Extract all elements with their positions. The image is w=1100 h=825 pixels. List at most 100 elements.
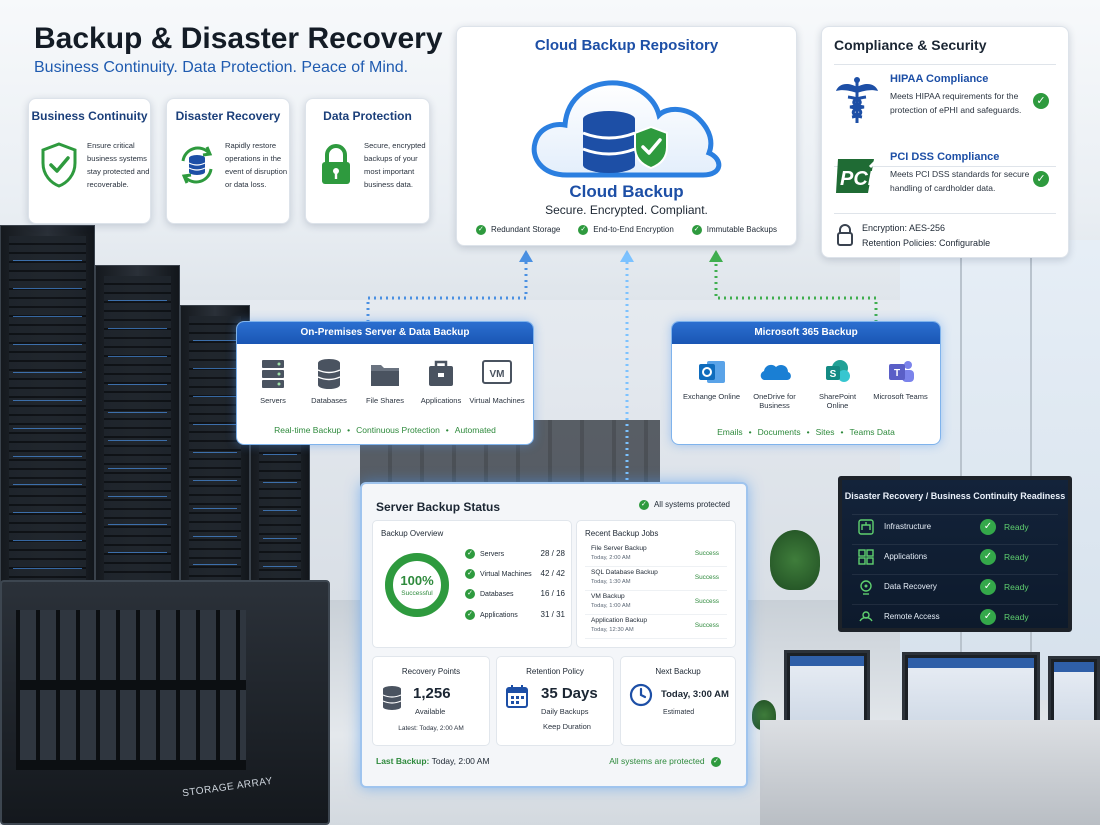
cloud-backup-repository-card: Cloud Backup Repository Cloud Backup Sec… (456, 26, 797, 246)
window-pane (1030, 250, 1032, 690)
recovery-points-title: Recovery Points (401, 667, 461, 676)
feature-card-business-continuity: Business Continuity Ensure critical busi… (28, 98, 151, 224)
source-exchange-online: Exchange Online (682, 352, 742, 412)
feature-desc: Rapidly restore operations in the event … (225, 141, 288, 189)
check-icon: ✓ (465, 610, 475, 620)
dr-row-infrastructure: Infrastructure✓Ready (852, 514, 1058, 538)
compliance-item-desc: Meets HIPAA requirements for the protect… (890, 91, 1022, 115)
source-onedrive: OneDrive for Business (745, 352, 805, 412)
remote-icon (859, 611, 873, 622)
source-sharepoint: S SharePoint Online (808, 352, 868, 412)
repository-feature: ✓Redundant Storage (475, 225, 560, 235)
check-icon: ✓ (1033, 171, 1049, 187)
success-percent: 100% (400, 573, 434, 588)
drive-bays (16, 610, 246, 770)
page-subtitle: Business Continuity. Data Protection. Pe… (34, 59, 409, 76)
divider (834, 64, 1056, 65)
pci-logo-icon: PCI (836, 157, 880, 193)
next-backup-title: Next Backup (655, 667, 701, 676)
panel-header: On-Premises Server & Data Backup (237, 322, 533, 344)
dr-row-applications: Applications✓Ready (852, 544, 1058, 568)
server-icon (262, 360, 284, 388)
recovery-icon (860, 580, 872, 595)
recent-jobs-title: Recent Backup Jobs (585, 529, 659, 538)
check-icon: ✓ (980, 609, 996, 625)
storage-array: STORAGE ARRAY (0, 580, 330, 825)
backup-overview-panel: Backup Overview 100% Successful ✓Servers… (372, 520, 572, 648)
source-file-shares: File Shares (357, 352, 413, 412)
check-icon: ✓ (980, 549, 996, 565)
shield-check-icon (41, 142, 77, 188)
server-backup-status-dashboard: Server Backup Status ✓All systems protec… (360, 482, 748, 788)
m365-sources: Exchange Online OneDrive for Business S … (680, 352, 932, 412)
repository-feature: ✓End-to-End Encryption (578, 225, 674, 235)
dr-row-remote-access: Remote Access✓Ready (852, 604, 1058, 628)
feature-card-disaster-recovery: Disaster Recovery Rapidly restore operat… (166, 98, 290, 224)
dashboard-title: Server Backup Status (376, 500, 501, 514)
office-desk (760, 720, 1100, 825)
recovery-points-panel: Recovery Points 1,256 Available Latest: … (372, 656, 490, 746)
check-icon: ✓ (578, 225, 589, 235)
vm-icon: VM (482, 360, 512, 384)
source-applications: Applications (413, 352, 469, 412)
check-icon: ✓ (465, 569, 475, 579)
page-title: Backup & Disaster Recovery (34, 22, 443, 55)
onprem-backup-panel: On-Premises Server & Data Backup Servers… (236, 321, 534, 445)
server-rack (95, 265, 180, 607)
cloud-backup-label: Cloud Backup (569, 182, 684, 201)
recovery-points-value: 1,256 (413, 685, 451, 702)
check-icon: ✓ (980, 519, 996, 535)
check-icon: ✓ (691, 225, 702, 235)
retention-policy-panel: Retention Policy 35 Days Daily Backups K… (496, 656, 614, 746)
check-icon: ✓ (980, 579, 996, 595)
calendar-icon (506, 685, 528, 708)
compliance-item-title: HIPAA Compliance (890, 73, 989, 85)
database-icon (382, 686, 402, 710)
feature-desc: Ensure critical business systems stay pr… (87, 141, 150, 189)
window-pane (960, 250, 962, 690)
repository-feature: ✓Immutable Backups (691, 225, 777, 235)
check-icon: ✓ (1033, 93, 1049, 109)
storage-array-label: STORAGE ARRAY (181, 775, 274, 800)
compliance-item-hipaa: HIPAA Compliance Meets HIPAA requirement… (834, 73, 1056, 143)
apps-icon (858, 549, 874, 565)
dr-readiness-monitor: Disaster Recovery / Business Continuity … (838, 476, 1072, 632)
success-caption: Successful (401, 590, 433, 597)
svg-text:VM: VM (490, 369, 505, 380)
check-icon: ✓ (711, 756, 721, 767)
recovery-points-sub: Available (415, 707, 446, 716)
network-icon (858, 519, 874, 535)
compliance-item-pci: PCI PCI DSS Compliance Meets PCI DSS sta… (834, 151, 1056, 221)
svg-text:T: T (893, 368, 899, 379)
source-teams: T Microsoft Teams (871, 352, 931, 412)
caduceus-icon (836, 77, 878, 123)
dashboard-status: ✓All systems protected (638, 500, 730, 510)
compliance-item-desc: Meets PCI DSS standards for secure handl… (890, 169, 1030, 193)
feature-title: Disaster Recovery (175, 109, 281, 123)
office-plant (770, 530, 820, 590)
database-sync-icon (181, 146, 213, 184)
cloud-tagline: Secure. Encrypted. Compliant. (545, 203, 708, 217)
database-icon (317, 359, 341, 389)
last-backup: Last Backup: Today, 2:00 AM (376, 756, 490, 766)
m365-backup-panel: Microsoft 365 Backup Exchange Online One… (671, 321, 941, 445)
server-rack (0, 225, 95, 605)
panel-header: Microsoft 365 Backup (672, 322, 940, 344)
source-databases: Databases (301, 352, 357, 412)
sharepoint-icon: S (825, 360, 850, 382)
next-backup-sub: Estimated (663, 709, 695, 716)
dr-readiness-title: Disaster Recovery / Business Continuity … (844, 491, 1066, 501)
backup-overview-title: Backup Overview (381, 529, 444, 538)
onprem-footer: Real-time Backup•Continuous Protection•A… (274, 425, 496, 435)
feature-title: Business Continuity (31, 109, 148, 123)
lock-icon (837, 224, 853, 246)
retention-text: Retention Policies: Configurable (862, 238, 991, 248)
